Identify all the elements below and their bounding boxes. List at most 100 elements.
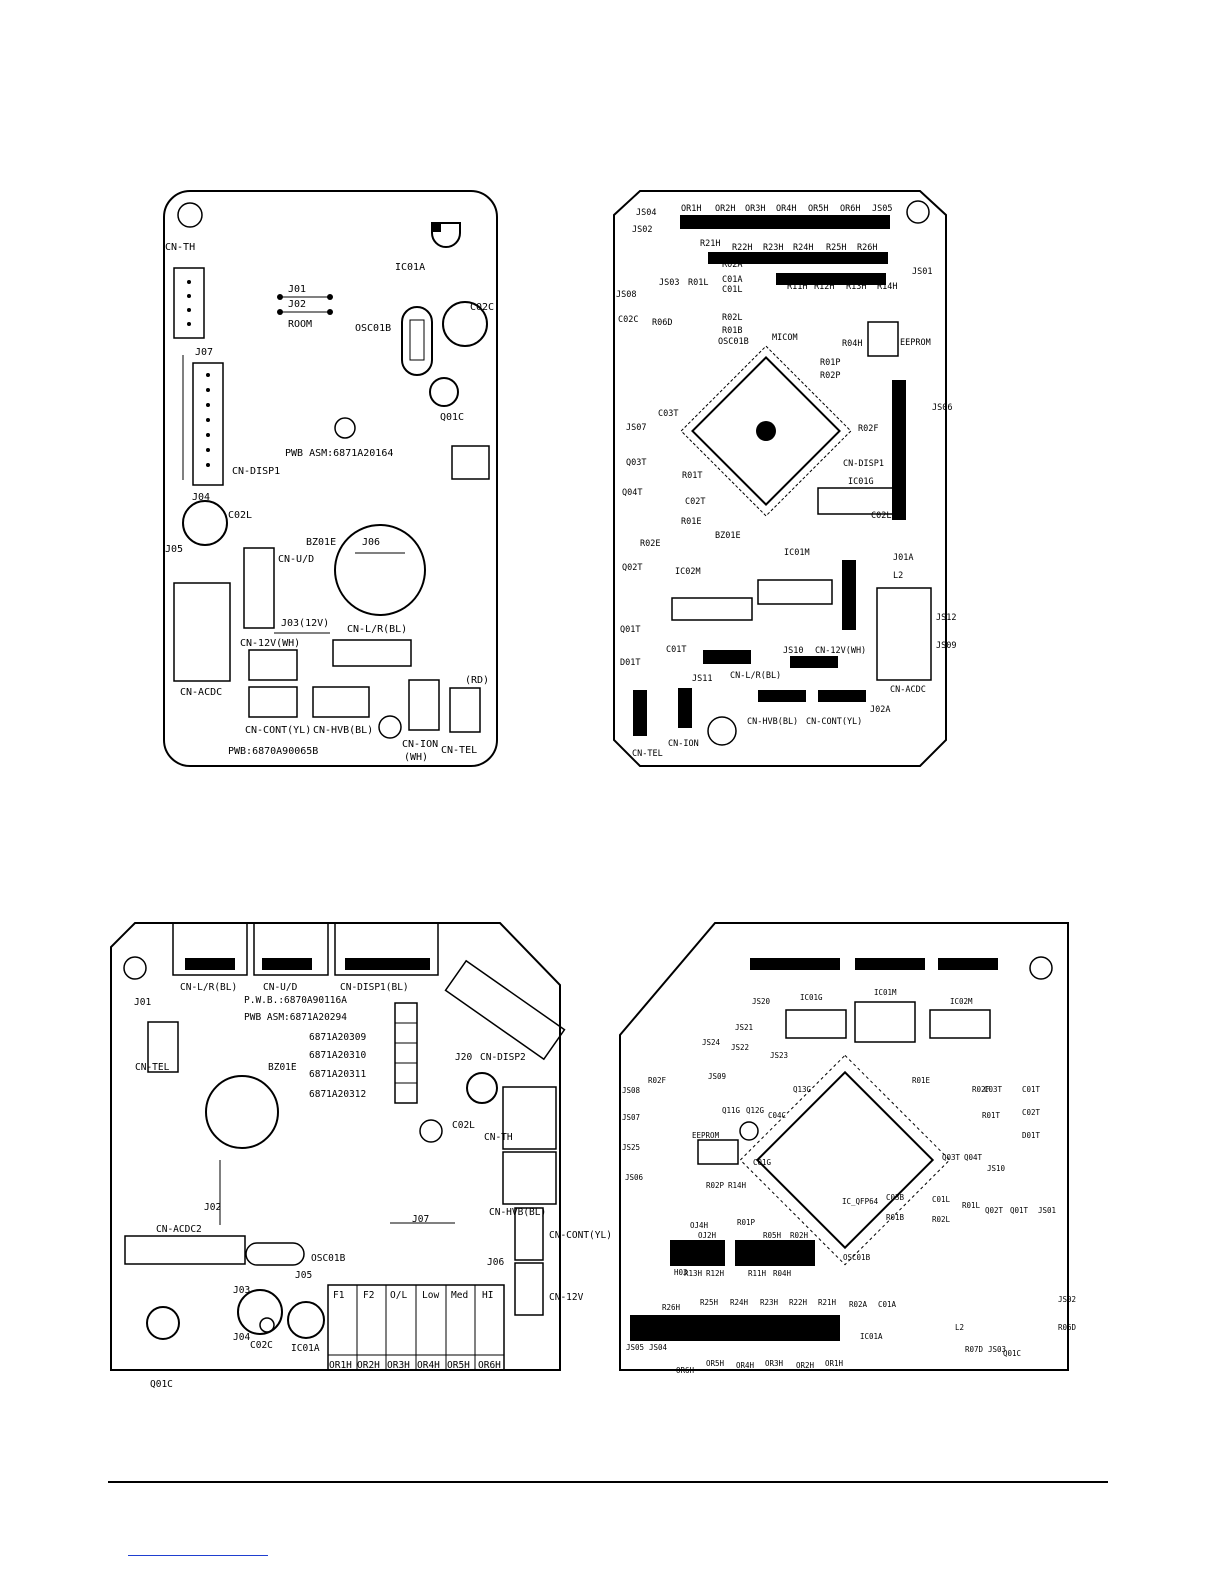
- component-label: Low: [422, 1290, 439, 1301]
- component-label: CN-U/D: [278, 554, 314, 565]
- component-label: OR3H: [765, 1359, 784, 1368]
- component-label: R23H: [760, 1298, 779, 1307]
- component-label: R02A: [849, 1300, 868, 1309]
- component-label: JS24: [702, 1038, 721, 1047]
- component-label: J01A: [893, 553, 913, 563]
- component-label: C03T: [658, 409, 678, 419]
- component-label: OR2H: [796, 1361, 815, 1370]
- component-label: C01A: [878, 1300, 897, 1309]
- component-label: CN-L/R(BL): [730, 671, 781, 681]
- component-label: R14H: [728, 1181, 747, 1190]
- component-label: C01L: [722, 285, 742, 295]
- component-label: JS10: [987, 1164, 1006, 1173]
- component-label: JS02: [632, 225, 652, 235]
- component-label: JS25: [622, 1143, 640, 1152]
- component-label: C02C: [618, 315, 638, 325]
- component-label: JS05: [872, 204, 892, 214]
- component-label: R11H: [748, 1269, 767, 1278]
- component-label: Q01C: [150, 1379, 173, 1390]
- component-label: CN-ION: [668, 739, 699, 749]
- component-label: CN-12V(WH): [815, 646, 866, 656]
- component-label: F2: [363, 1290, 374, 1301]
- component-label: IC01M: [784, 548, 810, 558]
- component-label: R13H: [684, 1269, 703, 1278]
- component-label: R02F: [858, 424, 878, 434]
- component-label: JS06: [932, 403, 952, 413]
- component-label: R25H: [826, 243, 846, 253]
- component-label: P.W.B.:6870A90116A: [244, 995, 347, 1006]
- component-label: R02F: [972, 1085, 991, 1094]
- component-label: JS20: [752, 997, 771, 1006]
- component-label: CN-DISP1: [232, 466, 280, 477]
- component-label: JS10: [783, 646, 803, 656]
- component-label: R01L: [962, 1201, 981, 1210]
- component-label: C02L: [871, 511, 891, 521]
- component-label: OR4H: [417, 1360, 440, 1371]
- component-label: IC02M: [675, 567, 701, 577]
- component-label: OR3H: [745, 204, 765, 214]
- component-label: R21H: [700, 239, 720, 249]
- component-label: C02C: [250, 1340, 273, 1351]
- component-label: JS03: [988, 1345, 1006, 1354]
- component-label: R01T: [682, 471, 702, 481]
- component-label: OR4H: [736, 1361, 755, 1370]
- component-label: 6871A20310: [309, 1050, 366, 1061]
- component-label: CN-TEL: [135, 1062, 170, 1073]
- component-label: 6871A20312: [309, 1089, 366, 1100]
- component-label: R02P: [820, 371, 840, 381]
- component-label: R06D: [1058, 1323, 1077, 1332]
- component-label: R02L: [932, 1215, 951, 1224]
- component-label: IC01A: [860, 1332, 883, 1341]
- component-label: R01B: [722, 326, 742, 336]
- component-label: H03: [674, 1268, 688, 1277]
- component-label: CN-ACDC: [180, 687, 222, 698]
- component-label: BZ01E: [268, 1062, 297, 1073]
- component-label: C01L: [932, 1195, 951, 1204]
- component-label: O/L: [390, 1290, 407, 1301]
- component-label: OR6H: [840, 204, 860, 214]
- component-label: CN-TEL: [632, 749, 663, 759]
- component-label: CN-CONT(YL): [245, 725, 311, 736]
- component-label: IC01G: [848, 477, 874, 487]
- component-label: JS11: [692, 674, 712, 684]
- component-label: CN-CONT(YL): [549, 1230, 612, 1241]
- component-label: R22H: [789, 1298, 808, 1307]
- component-label: OR3H: [387, 1360, 410, 1371]
- board-bottom-right: [619, 922, 1069, 1371]
- component-label: L2: [955, 1323, 964, 1332]
- component-label: Q01C: [1003, 1349, 1021, 1358]
- component-label: Q13G: [793, 1085, 812, 1094]
- component-label: R02L: [722, 313, 742, 323]
- component-label: Q04T: [964, 1153, 983, 1162]
- component-label: R22H: [732, 243, 752, 253]
- component-label: R01L: [688, 278, 708, 288]
- component-label: R12H: [814, 282, 834, 292]
- component-label: JS07: [626, 423, 646, 433]
- component-label: R24H: [730, 1298, 749, 1307]
- component-label: J05: [165, 544, 183, 555]
- component-label: R07D: [965, 1345, 984, 1354]
- component-label: OR5H: [447, 1360, 470, 1371]
- component-label: HI: [482, 1290, 493, 1301]
- component-label: CN-CONT(YL): [806, 717, 862, 727]
- component-label: IC01A: [291, 1343, 320, 1354]
- component-label: 6871A20311: [309, 1069, 366, 1080]
- component-label: R12H: [706, 1269, 725, 1278]
- component-label: JS09: [708, 1072, 726, 1081]
- component-label: C02L: [228, 510, 252, 521]
- component-label: L2: [893, 571, 903, 581]
- component-label: R01E: [912, 1076, 931, 1085]
- component-label: Q01T: [620, 625, 640, 635]
- component-label: D01T: [620, 658, 640, 668]
- component-label: R06D: [652, 318, 672, 328]
- footer-divider: [108, 1481, 1108, 1483]
- component-label: J06: [362, 537, 380, 548]
- component-label: JS04: [649, 1343, 668, 1352]
- component-label: J03: [233, 1285, 250, 1296]
- component-label: OR1H: [681, 204, 701, 214]
- component-label: CN-DISP1(BL): [340, 982, 409, 993]
- component-label: Q11G: [722, 1106, 741, 1115]
